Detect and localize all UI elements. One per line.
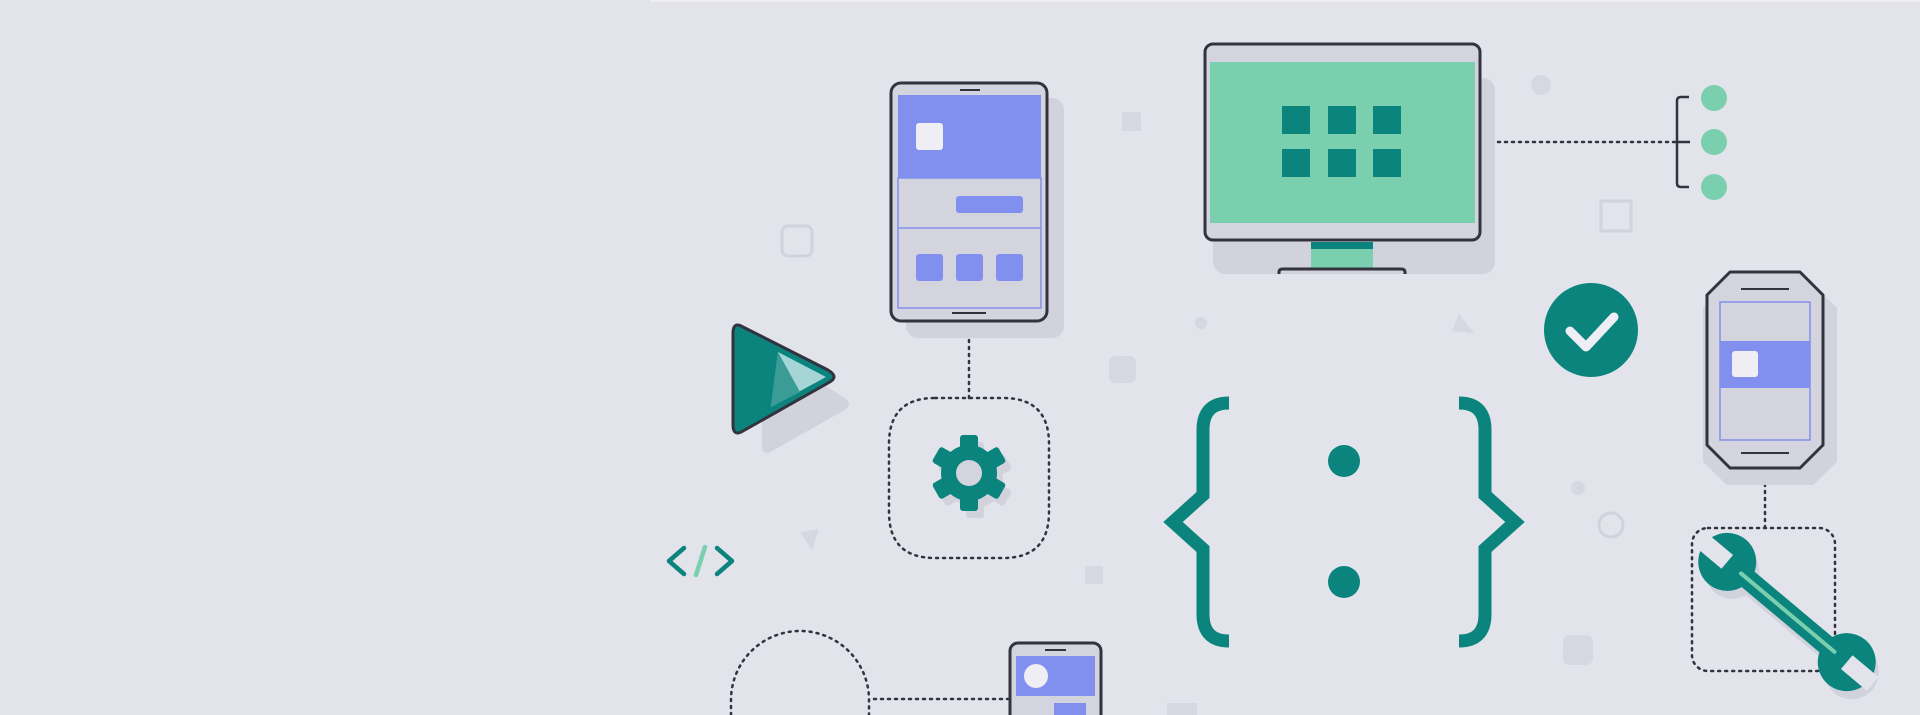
settings-gear-icon [932, 435, 1012, 518]
top-strip [650, 0, 1920, 2]
bracket-list-icon [1675, 85, 1727, 200]
curly-braces-icon [1163, 396, 1525, 649]
mobile-phone-icon [1703, 270, 1837, 485]
play-triangle-icon [731, 323, 849, 453]
desktop-monitor-icon [1203, 42, 1495, 274]
decorative-shapes [780, 75, 1633, 715]
app-grid-icon [1282, 106, 1401, 177]
checkmark-badge-icon [1544, 283, 1638, 377]
wrench-icon [1695, 532, 1879, 700]
small-phone-icon [1008, 641, 1103, 715]
tablet-icon [889, 81, 1064, 338]
connector-lines [729, 140, 1837, 715]
code-tag-icon [666, 544, 735, 578]
